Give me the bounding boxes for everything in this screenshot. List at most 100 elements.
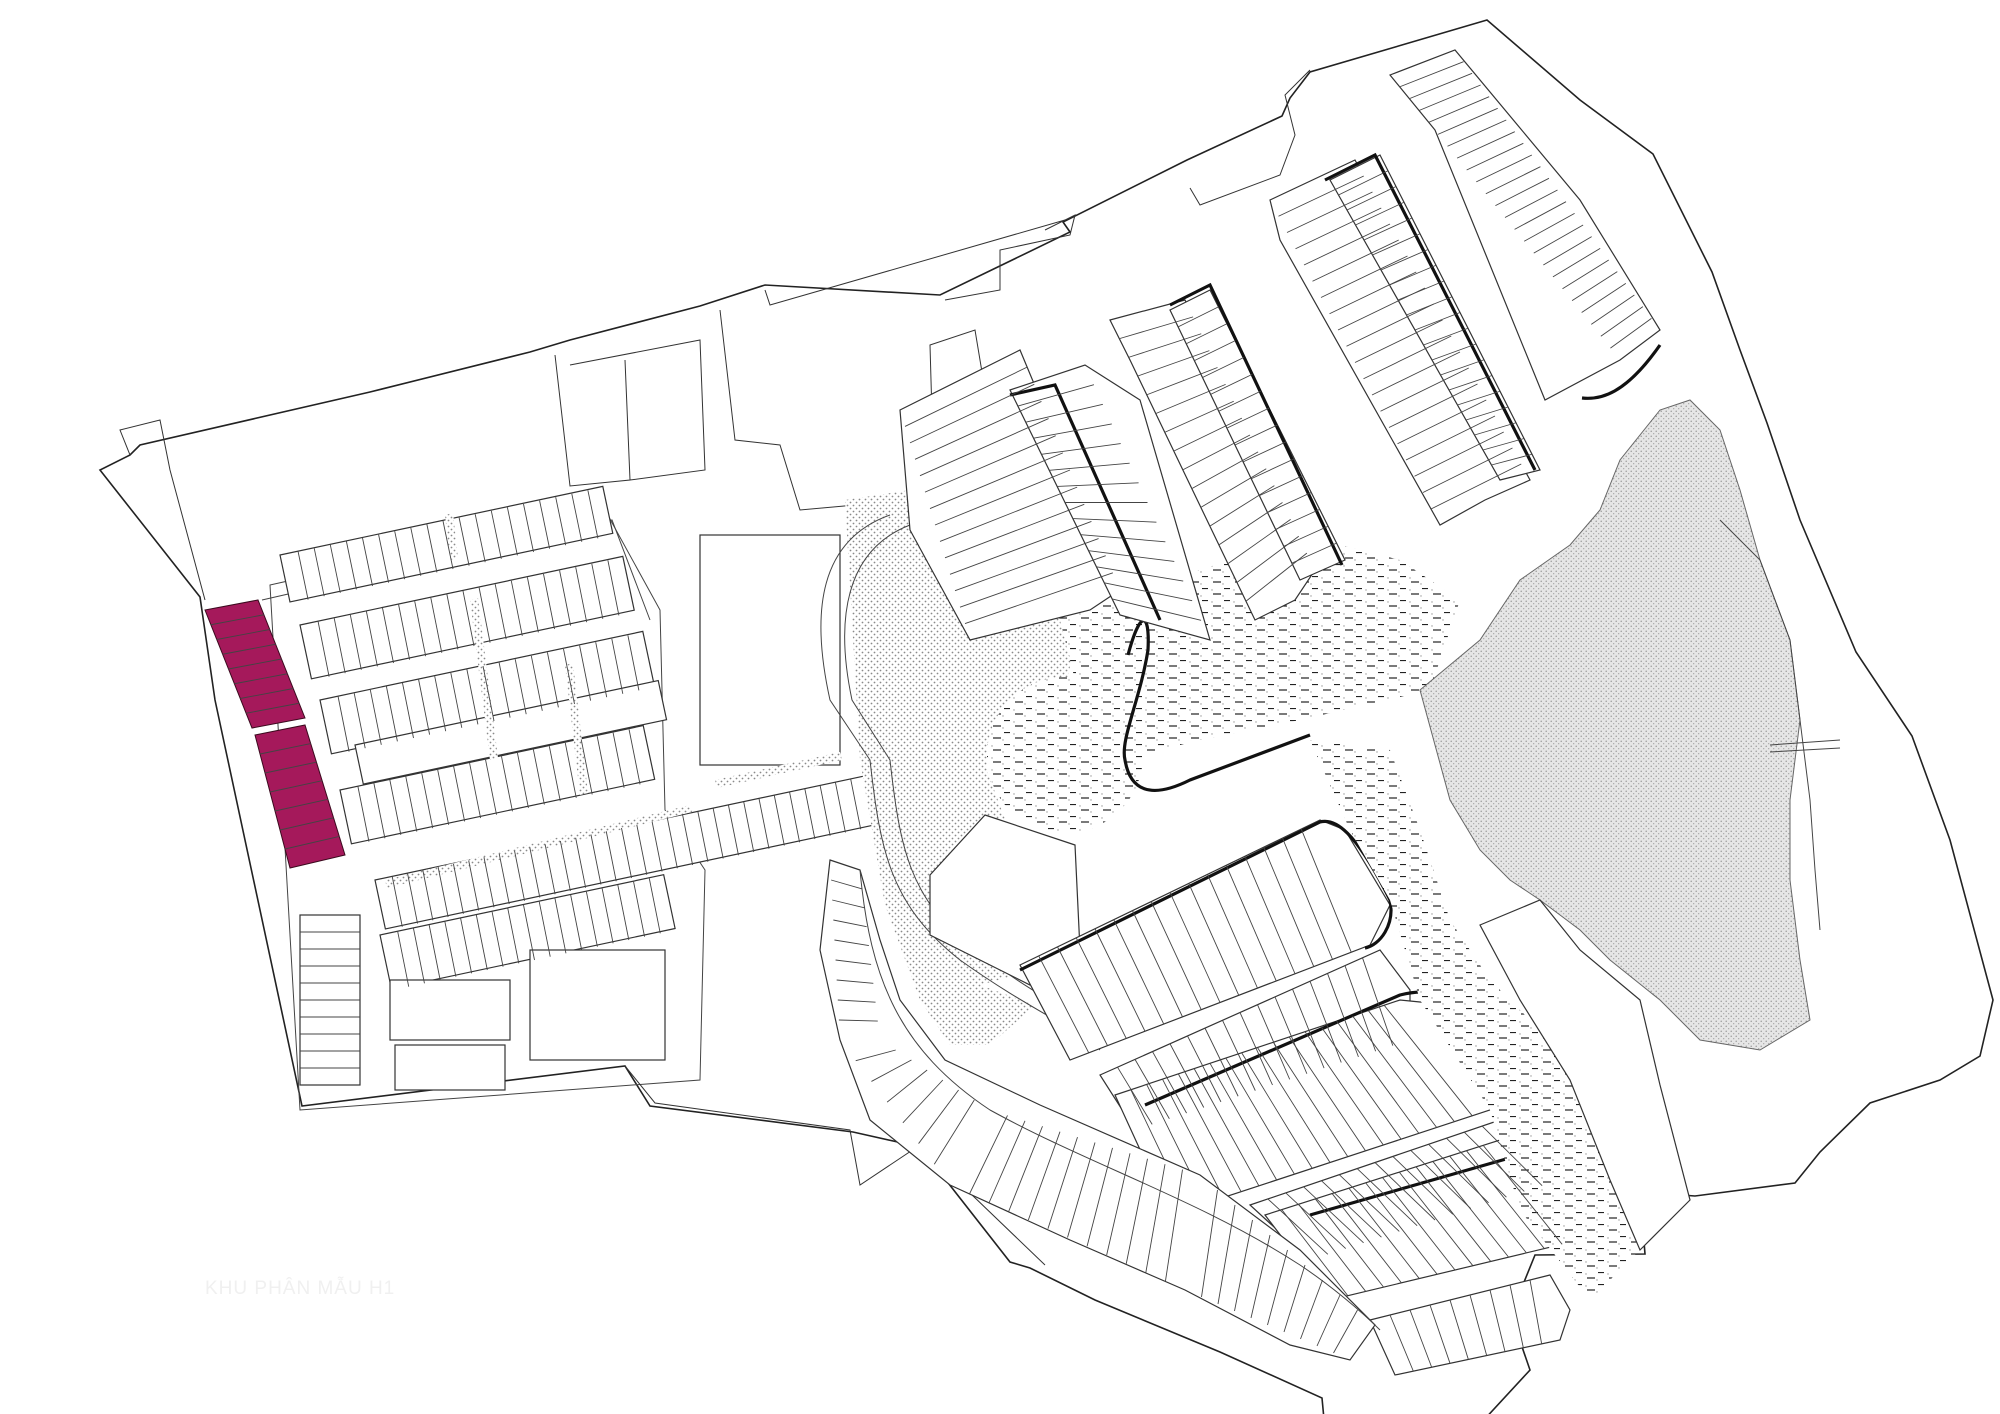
lot-divider: [1474, 422, 1517, 436]
lot-divider: [462, 590, 475, 647]
lot-divider: [1397, 280, 1445, 301]
lot-divider: [1286, 191, 1373, 233]
lot-divider: [1049, 462, 1130, 471]
lot-divider: [789, 792, 801, 843]
lot-divider: [216, 629, 270, 640]
lot-divider: [362, 537, 373, 587]
lot-divider: [1075, 937, 1127, 1039]
lot-divider: [1495, 177, 1550, 207]
lot-divider: [1251, 458, 1295, 480]
lot-divider: [1041, 443, 1121, 455]
lot-divider: [1127, 333, 1202, 358]
lot-divider: [357, 786, 370, 842]
lot-divider: [1469, 1294, 1488, 1356]
lot-divider: [1250, 1234, 1271, 1319]
lot-divider: [1282, 837, 1333, 960]
lot-divider: [1177, 306, 1219, 328]
lot-divider: [1423, 327, 1469, 346]
lot-divider: [428, 924, 441, 981]
lot-divider: [1348, 1187, 1420, 1279]
lot-divider: [1225, 865, 1277, 982]
lot-divider: [924, 435, 1056, 493]
lot-divider: [1217, 1204, 1236, 1305]
lot-divider: [682, 814, 694, 866]
lot-divider: [1112, 598, 1202, 621]
lot-divider: [837, 999, 876, 1003]
lot-divider: [621, 827, 632, 879]
lot-divider: [510, 580, 523, 636]
lot-divider: [1057, 946, 1108, 1046]
lot-divider: [834, 782, 846, 833]
highlighted-group-lower[interactable]: [254, 724, 346, 869]
lot-divider: [482, 665, 495, 722]
lot-divider: [405, 776, 418, 832]
lot-divider: [1106, 1153, 1131, 1256]
lot-divider: [933, 1099, 975, 1165]
lot-divider: [523, 503, 534, 553]
lot-divider: [1482, 1145, 1563, 1245]
lot-divider: [1581, 282, 1627, 313]
lot-divider: [804, 788, 816, 840]
lot-divider: [1225, 1057, 1295, 1175]
east-road: [1719, 519, 1821, 931]
lot-divider: [446, 594, 459, 650]
lot-divider: [1227, 519, 1291, 565]
lot-divider: [1428, 96, 1490, 123]
lot-divider: [485, 759, 497, 815]
lot-divider: [1355, 201, 1405, 226]
lot-divider: [1017, 384, 1095, 407]
lot-divider: [596, 736, 609, 792]
lot-divider: [1267, 1249, 1288, 1326]
lot-divider: [617, 884, 630, 941]
lot-divider: [1025, 403, 1103, 423]
lot-divider: [1113, 919, 1165, 1025]
lot-divider: [466, 669, 479, 725]
lot-divider: [498, 853, 510, 905]
lot-divider: [1431, 463, 1522, 510]
lot-divider: [543, 573, 555, 630]
lot-divider: [514, 850, 525, 901]
lot-divider: [546, 652, 559, 708]
lot-divider: [1291, 542, 1337, 564]
lot-divider: [1145, 1164, 1166, 1273]
lot-divider: [1104, 582, 1193, 602]
lot-divider: [939, 486, 1078, 542]
lot-divider: [548, 746, 561, 802]
lot-divider: [1285, 1192, 1347, 1249]
lot-divider: [1399, 61, 1464, 88]
lot-divider: [1529, 1279, 1543, 1344]
lot-divider: [1312, 239, 1399, 282]
lot-divider: [1275, 508, 1320, 530]
lot-divider: [1125, 1158, 1148, 1264]
lot-divider: [1239, 1012, 1273, 1086]
lot-divider: [1278, 175, 1364, 217]
lot-divider: [1382, 1177, 1456, 1271]
lot-divider: [1437, 107, 1498, 135]
lot-divider: [1590, 294, 1635, 325]
lot-divider: [1327, 973, 1359, 1058]
lot-divider: [544, 844, 556, 895]
lot-divider: [651, 821, 663, 872]
lot-divider: [1298, 1204, 1367, 1292]
lot-divider: [1432, 1161, 1509, 1258]
lot-divider: [559, 840, 571, 892]
lot-divider: [458, 517, 470, 566]
lot-divider: [838, 1019, 878, 1022]
lot-divider: [437, 769, 450, 825]
lot-divider: [365, 611, 378, 667]
lot-divider: [743, 801, 755, 853]
lot-divider: [1234, 1219, 1253, 1312]
lot-divider: [422, 870, 434, 921]
lot-divider: [494, 584, 507, 640]
lot-divider: [1365, 1182, 1438, 1275]
lot-divider: [1241, 1052, 1313, 1169]
lot-divider: [1188, 883, 1240, 996]
lot-divider: [1465, 406, 1509, 421]
lot-divider: [1392, 1156, 1454, 1215]
lot-divider: [1177, 1073, 1242, 1192]
lot-divider: [284, 835, 340, 850]
lot-divider: [1504, 189, 1558, 218]
lot-divider: [410, 527, 422, 576]
lot-divider: [414, 601, 427, 657]
north-parcel-5: [1189, 69, 1311, 206]
